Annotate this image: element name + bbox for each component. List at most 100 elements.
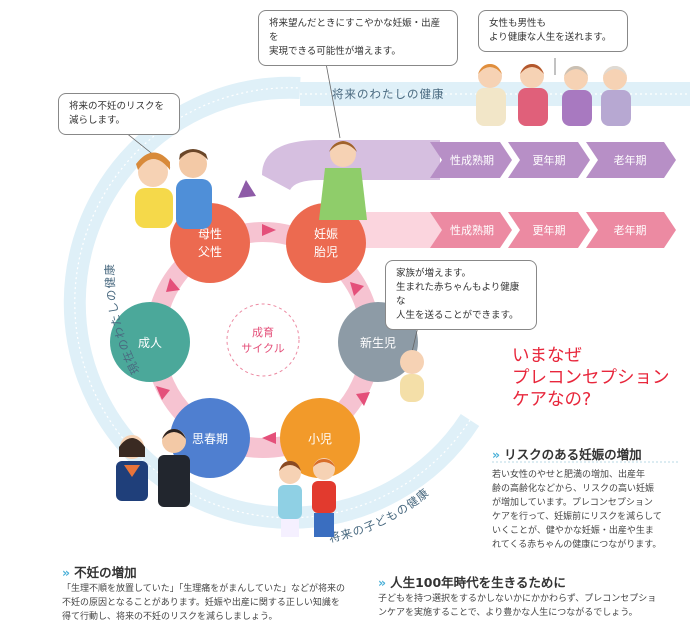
teen-boy-hair — [162, 429, 186, 439]
ring-arrow-parents-pregnancy — [262, 224, 276, 236]
infertility-title-text: 不妊の増加 — [74, 565, 137, 580]
bubble-pregnancy-possibility: 将来望んだときにすこやかな妊娠・出産を 実現できる可能性が増えます。 — [258, 10, 458, 66]
pink-stage-label-1: 性成熟期 — [450, 223, 494, 237]
pink-stage-arrow-1 — [430, 212, 512, 248]
bubble-pregnancy-line1: 将来望んだときにすこやかな妊娠・出産を — [269, 18, 441, 43]
risk-body-line3: が増加しています。プレコンセプション — [492, 498, 653, 508]
cycle-center-line2: サイクル — [241, 342, 284, 355]
cycle-center-circle — [226, 303, 300, 377]
woman-mid-head — [520, 64, 544, 88]
boy-body — [312, 481, 336, 513]
purple-stage-arrow-3 — [586, 142, 676, 178]
teen-girl-scarf — [124, 465, 140, 477]
node-pregnancy-line1: 妊娠 — [314, 227, 338, 241]
mother-body — [135, 188, 173, 228]
bubble-healthy-line2: より健康な人生を送れます。 — [489, 32, 612, 43]
woman-young-hair — [478, 64, 502, 74]
section-risk-pregnancy-body: 若い女性のやせと肥満の増加、出産年 齢の高齢化などから、リスクの高い妊娠 が増加… — [492, 468, 682, 552]
infertility-body-line1: 「生理不順を放置していた」「生理痛をがまんしていた」などが将来の — [62, 584, 345, 594]
ring-arrow-child-puberty — [262, 432, 276, 444]
headline-line1: いまなぜ — [512, 346, 582, 366]
node-parents-line1: 母性 — [198, 227, 222, 241]
purple-stage-arrow-2 — [508, 142, 590, 178]
boy-legs — [314, 513, 334, 537]
girl-legs — [281, 519, 299, 537]
node-newborn-label: 新生児 — [360, 335, 396, 350]
pink-stage-arrow-2 — [508, 212, 590, 248]
girl-hair — [279, 461, 301, 471]
section-risk-pregnancy-title: »リスクのある妊娠の増加 — [492, 444, 642, 463]
teen-girl-uniform — [116, 461, 148, 501]
purple-stage-arrows — [430, 142, 676, 178]
bubble-baby-line3: 人生を送ることができます。 — [396, 310, 519, 321]
bubble-infertility-line1: 将来の不妊のリスクを — [69, 101, 165, 112]
bubble-baby-health: 家族が増えます。 生まれた赤ちゃんもより健康な 人生を送ることができます。 — [385, 260, 537, 330]
century-body-line2: ンケアを実施することで、より豊かな人生につながるでしょう。 — [378, 608, 638, 618]
pink-life-band — [355, 212, 445, 248]
purple-stage-label-2: 更年期 — [533, 153, 566, 167]
elder-hair — [603, 66, 627, 76]
chevron-right-icon: » — [62, 565, 71, 580]
risk-body-line6: れてくる赤ちゃんの健康につながります。 — [492, 540, 662, 550]
headline-line2: プレコンセプション — [512, 368, 670, 388]
woman-young-body — [476, 88, 506, 126]
outer-health-ring-dash — [74, 87, 471, 519]
elder-head — [603, 66, 627, 90]
pregnant-body — [319, 168, 367, 220]
elder-body — [601, 90, 631, 126]
bubble-healthy-line1: 女性も男性も — [489, 18, 547, 29]
node-parents-line2: 父性 — [198, 245, 222, 259]
century-body-line1: 子どもを持つ選択をするかしないかにかかわらず、プレコンセプショ — [378, 594, 657, 604]
headline-line3: ケアなの? — [512, 390, 592, 410]
infertility-body-line3: 得て行動し、将来の不妊のリスクを減らしましょう。 — [62, 612, 278, 622]
ring-arrow-pregnancy-newborn — [350, 282, 364, 296]
ring-arrow-puberty-adult — [156, 386, 170, 400]
future-my-health-label: 将来のわたしの健康 — [332, 87, 445, 101]
bubble-baby-line1: 家族が増えます。 — [396, 268, 472, 279]
boy-hair — [313, 459, 335, 467]
ring-arrow-newborn-child — [356, 392, 370, 406]
bubble-infertility-risk: 将来の不妊のリスクを 減らします。 — [58, 93, 180, 135]
risk-body-line2: 齢の高齢化などから、リスクの高い妊娠 — [492, 484, 655, 494]
purple-stage-label-3: 老年期 — [614, 153, 647, 167]
node-puberty-circle — [170, 398, 250, 478]
baby-body — [400, 374, 424, 402]
girl-head — [279, 462, 301, 484]
risk-body-line1: 若い女性のやせと肥満の増加、出産年 — [492, 470, 646, 480]
purple-stage-arrow-1 — [430, 142, 512, 178]
node-pregnancy-circle — [286, 203, 366, 283]
mother-hair — [136, 152, 170, 170]
bubble-baby-line2: 生まれた赤ちゃんもより健康な — [396, 282, 520, 307]
purple-stage-label-1: 性成熟期 — [450, 153, 494, 167]
cycle-center-line1: 成育 — [252, 325, 274, 339]
purple-up-arrowhead — [238, 180, 256, 198]
node-child-circle — [280, 398, 360, 478]
boy-head — [313, 458, 335, 480]
section-century-life-body: 子どもを持つ選択をするかしないかにかかわらず、プレコンセプショ ンケアを実施する… — [378, 592, 684, 620]
section-infertility-body: 「生理不順を放置していた」「生理痛をがまんしていた」などが将来の 不妊の原因とな… — [62, 582, 362, 624]
pregnant-woman-illustration — [319, 141, 367, 220]
teen-girl-hair — [119, 438, 145, 457]
pink-stage-arrows — [430, 212, 676, 248]
woman-old-head — [564, 66, 588, 90]
parents-illustration — [135, 149, 212, 229]
node-puberty-label: 思春期 — [192, 432, 228, 446]
baby-head — [400, 350, 424, 374]
century-life-title-text: 人生100年時代を生きるために — [390, 575, 566, 590]
node-pregnancy-line2: 胎児 — [314, 245, 338, 259]
ring-arrow-adult-parents — [166, 278, 180, 292]
pregnant-head — [330, 141, 356, 167]
woman-old-body — [562, 90, 592, 126]
woman-mid-hair — [520, 64, 544, 74]
section-infertility-title: »不妊の増加 — [62, 562, 137, 581]
pointer-pregnancy — [324, 57, 341, 139]
woman-young-head — [478, 64, 502, 88]
node-adult-label: 成人 — [138, 336, 162, 350]
children-illustration — [278, 458, 336, 537]
node-child-label: 小児 — [308, 432, 332, 446]
teens-illustration — [116, 429, 190, 507]
teen-boy-head — [162, 429, 186, 453]
father-hair — [179, 149, 208, 160]
